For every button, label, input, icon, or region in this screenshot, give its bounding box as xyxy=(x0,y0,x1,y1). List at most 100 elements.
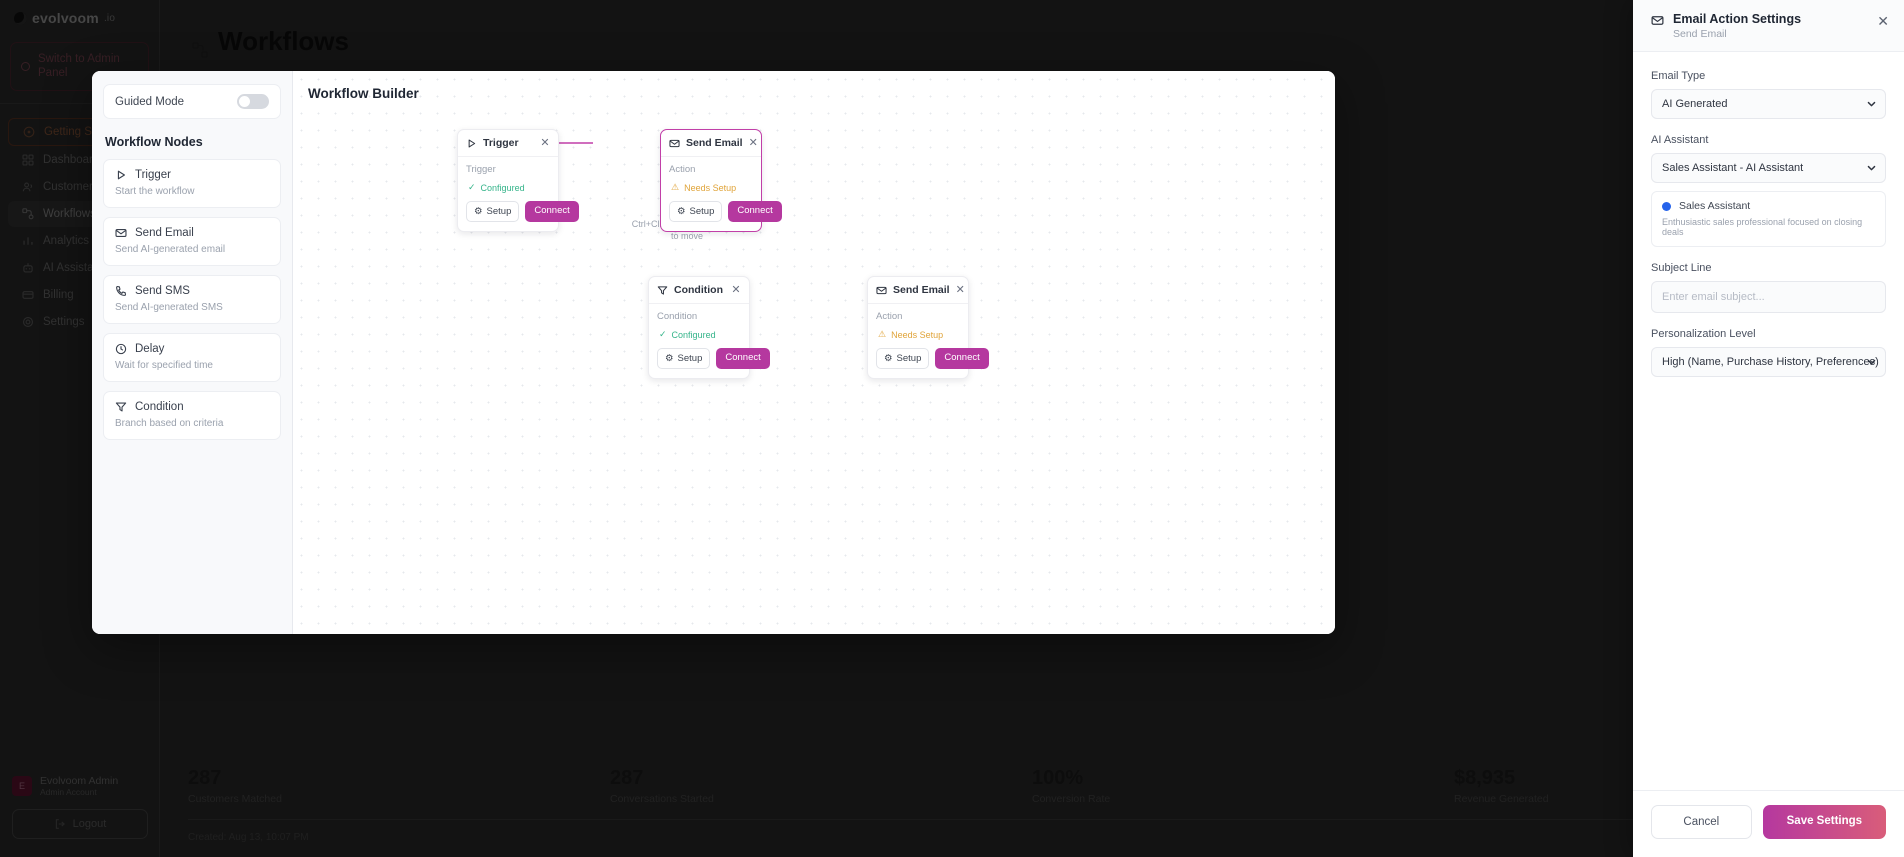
flow-node-kind: Condition xyxy=(657,311,698,322)
ai-assistant-select[interactable]: Sales Assistant - AI Assistant xyxy=(1651,153,1886,183)
setup-button[interactable]: ⚙ Setup xyxy=(876,348,930,369)
connect-button[interactable]: Connect xyxy=(716,348,770,369)
palette-item-label: Send SMS xyxy=(135,285,190,297)
palette-item-send-email[interactable]: Send Email Send AI-generated email xyxy=(103,217,281,266)
palette-item-condition[interactable]: Condition Branch based on criteria xyxy=(103,391,281,440)
settings-panel-body: Email Type AI Generated AI Assistant Sal… xyxy=(1633,52,1904,790)
flow-node-condition[interactable]: Condition ✕ Condition ✓ Configured ⚙ Set… xyxy=(648,276,770,379)
field-subject-line: Subject Line xyxy=(1651,262,1886,313)
assistant-info-card: Sales Assistant Enthusiastic sales profe… xyxy=(1651,191,1886,247)
palette-item-desc: Branch based on criteria xyxy=(115,418,224,429)
clock-icon xyxy=(115,343,127,355)
status-badge: ⚠ Needs Setup xyxy=(671,182,753,193)
filter-icon xyxy=(657,285,668,296)
guided-mode-row: Guided Mode xyxy=(103,84,281,119)
flow-node-send-email-1[interactable]: Send Email ✕ Action ⚠ Needs Setup ⚙ Setu… xyxy=(660,129,782,232)
palette-item-trigger[interactable]: Trigger Start the workflow xyxy=(103,159,281,208)
settings-panel-footer: Cancel Save Settings xyxy=(1633,790,1904,857)
close-icon[interactable]: ✕ xyxy=(955,283,965,296)
setup-button[interactable]: ⚙ Setup xyxy=(669,201,723,222)
palette-item-label: Send Email xyxy=(135,227,194,239)
subject-line-label: Subject Line xyxy=(1651,262,1712,274)
palette-item-label: Condition xyxy=(135,401,184,413)
chevron-down-icon xyxy=(1867,100,1876,109)
save-settings-button[interactable]: Save Settings xyxy=(1762,805,1886,839)
close-icon[interactable]: ✕ xyxy=(748,136,758,149)
field-personalization-level: Personalization Level High (Name, Purcha… xyxy=(1651,328,1886,377)
gear-icon: ⚙ xyxy=(884,353,893,364)
status-label: Configured xyxy=(671,329,716,340)
play-icon xyxy=(466,138,477,149)
guided-mode-toggle[interactable] xyxy=(237,94,269,109)
flow-node-kind: Action xyxy=(876,311,903,322)
ai-assistant-label: AI Assistant xyxy=(1651,134,1709,146)
mail-icon xyxy=(669,138,680,149)
email-type-label: Email Type xyxy=(1651,70,1706,82)
cancel-button[interactable]: Cancel xyxy=(1651,805,1752,839)
setup-label: Setup xyxy=(896,353,922,364)
status-badge: ✓ Configured xyxy=(468,182,550,193)
filter-icon xyxy=(115,401,127,413)
status-label: Needs Setup xyxy=(891,329,944,340)
check-icon: ✓ xyxy=(468,182,476,192)
personalization-value: High (Name, Purchase History, Preference… xyxy=(1662,356,1879,368)
subject-line-input[interactable] xyxy=(1651,281,1886,313)
setup-button[interactable]: ⚙ Setup xyxy=(657,348,711,369)
close-icon[interactable]: ✕ xyxy=(540,136,550,149)
flow-node-body: Action ⚠ Needs Setup ⚙ Setup Connect xyxy=(868,304,989,378)
panel-title: Email Action Settings xyxy=(1673,12,1802,26)
workflow-nodes-title: Workflow Nodes xyxy=(105,135,203,149)
palette-item-head: Send Email xyxy=(115,227,269,239)
setup-label: Setup xyxy=(689,206,715,217)
connection-edges xyxy=(558,142,593,144)
flow-node-body: Trigger ✓ Configured ⚙ Setup Connect xyxy=(458,157,579,231)
connect-button[interactable]: Connect xyxy=(525,201,579,222)
connect-button[interactable]: Connect xyxy=(728,201,782,222)
setup-button[interactable]: ⚙ Setup xyxy=(466,201,520,222)
check-icon: ✓ xyxy=(659,329,667,339)
builder-canvas-area: Workflow Builder Trigger ✕ Trigger ✓ Con… xyxy=(293,71,1335,634)
flow-node-title: Send Email xyxy=(686,137,743,149)
flow-node-kind: Action xyxy=(669,164,696,175)
assistant-info-row: Sales Assistant xyxy=(1662,200,1875,212)
flow-node-kind: Trigger xyxy=(466,164,496,175)
toggle-knob xyxy=(239,96,250,107)
palette-item-label: Trigger xyxy=(135,169,171,181)
canvas-title: Workflow Builder xyxy=(308,86,419,101)
panel-subtitle: Send Email xyxy=(1673,28,1727,40)
palette-item-desc: Send AI-generated email xyxy=(115,244,226,255)
palette-item-send-sms[interactable]: Send SMS Send AI-generated SMS xyxy=(103,275,281,324)
phone-icon xyxy=(115,285,127,297)
flow-node-actions: ⚙ Setup Connect xyxy=(466,201,579,222)
palette-item-delay[interactable]: Delay Wait for specified time xyxy=(103,333,281,382)
flow-node-body: Condition ✓ Configured ⚙ Setup Connect xyxy=(649,304,770,378)
close-icon[interactable]: ✕ xyxy=(731,283,741,296)
email-type-select[interactable]: AI Generated xyxy=(1651,89,1886,119)
close-icon[interactable]: ✕ xyxy=(1877,13,1889,29)
palette-item-desc: Wait for specified time xyxy=(115,360,213,371)
email-action-settings-panel: Email Action Settings Send Email ✕ Email… xyxy=(1633,0,1904,857)
flow-node-trigger[interactable]: Trigger ✕ Trigger ✓ Configured ⚙ Setup C… xyxy=(457,129,579,232)
mail-icon xyxy=(115,227,127,239)
gear-icon: ⚙ xyxy=(677,206,686,217)
workflow-builder-modal: Guided Mode Workflow Nodes Trigger Start… xyxy=(92,71,1335,634)
connect-button[interactable]: Connect xyxy=(935,348,989,369)
assistant-name: Sales Assistant xyxy=(1679,200,1751,212)
status-label: Needs Setup xyxy=(684,182,737,193)
personalization-label: Personalization Level xyxy=(1651,328,1756,340)
field-email-type: Email Type AI Generated xyxy=(1651,70,1886,119)
flow-node-title: Send Email xyxy=(893,284,950,296)
setup-label: Setup xyxy=(677,353,703,364)
chevron-down-icon xyxy=(1867,164,1876,173)
flow-node-send-email-2[interactable]: Send Email ✕ Action ⚠ Needs Setup ⚙ Setu… xyxy=(867,276,989,379)
guided-mode-label: Guided Mode xyxy=(115,95,185,108)
status-badge: ⚠ Needs Setup xyxy=(878,329,960,340)
chevron-down-icon xyxy=(1867,358,1876,367)
personalization-select[interactable]: High (Name, Purchase History, Preference… xyxy=(1651,347,1886,377)
status-label: Configured xyxy=(480,182,525,193)
warning-icon: ⚠ xyxy=(671,182,680,192)
palette-item-head: Send SMS xyxy=(115,285,269,297)
gear-icon: ⚙ xyxy=(665,353,674,364)
flow-node-body: Action ⚠ Needs Setup ⚙ Setup Connect xyxy=(661,157,782,231)
setup-label: Setup xyxy=(486,206,512,217)
